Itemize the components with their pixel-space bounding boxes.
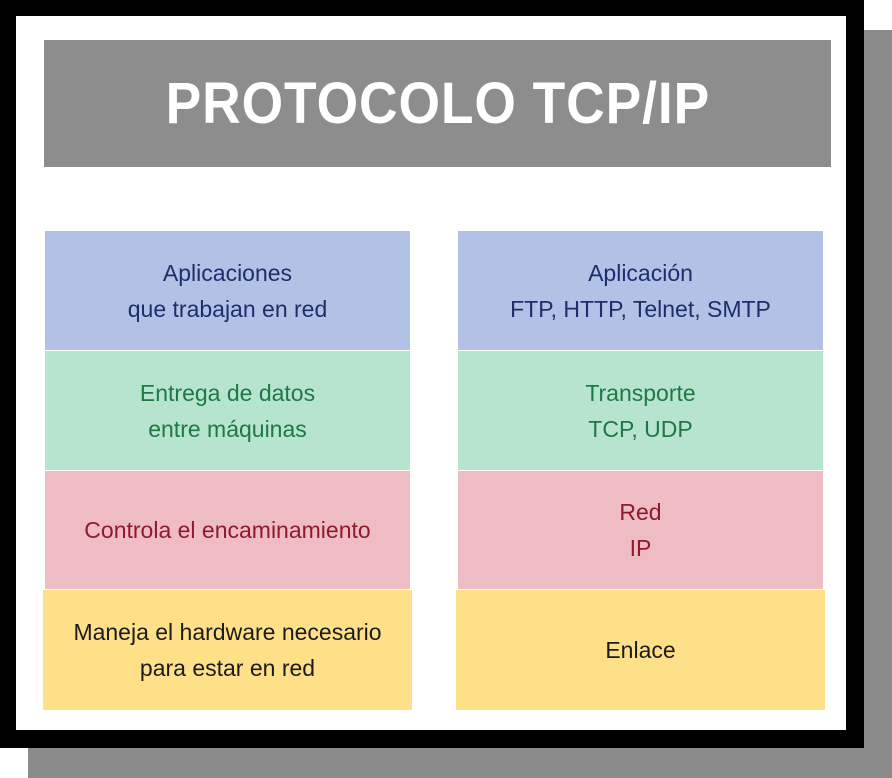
layer-transport: Transporte TCP, UDP	[458, 351, 823, 470]
layer-name: Transporte	[585, 379, 696, 406]
description-link-layer: Maneja el hardware necesario para estar …	[43, 590, 412, 710]
layer-name: Red	[619, 499, 662, 525]
description-line: Maneja el hardware necesario	[73, 619, 382, 645]
layer-name: Aplicación	[588, 259, 693, 286]
layer-protocols: FTP, HTTP, Telnet, SMTP	[510, 295, 771, 322]
layer-protocols: IP	[629, 535, 652, 561]
description-line: que trabajan en red	[127, 295, 328, 322]
layer-network: Red IP	[458, 471, 823, 589]
layer-link: Enlace	[456, 590, 825, 710]
diagram-title: PROTOCOLO TCP/IP	[165, 71, 710, 136]
layer-protocols: TCP, UDP	[588, 415, 693, 442]
description-line: Entrega de datos	[139, 379, 316, 406]
description-transport-layer: Entrega de datos entre máquinas	[45, 351, 410, 470]
layer-application: Aplicación FTP, HTTP, Telnet, SMTP	[458, 231, 823, 350]
description-line: para estar en red	[139, 655, 316, 681]
description-line: Aplicaciones	[162, 259, 293, 286]
layer-name: Enlace	[605, 637, 676, 663]
title-bar: PROTOCOLO TCP/IP	[44, 40, 831, 167]
description-application-layer: Aplicaciones que trabajan en red	[45, 231, 410, 350]
description-line: entre máquinas	[148, 415, 307, 442]
description-network-layer: Controla el encaminamiento	[45, 471, 410, 589]
description-line: Controla el encaminamiento	[84, 517, 371, 543]
